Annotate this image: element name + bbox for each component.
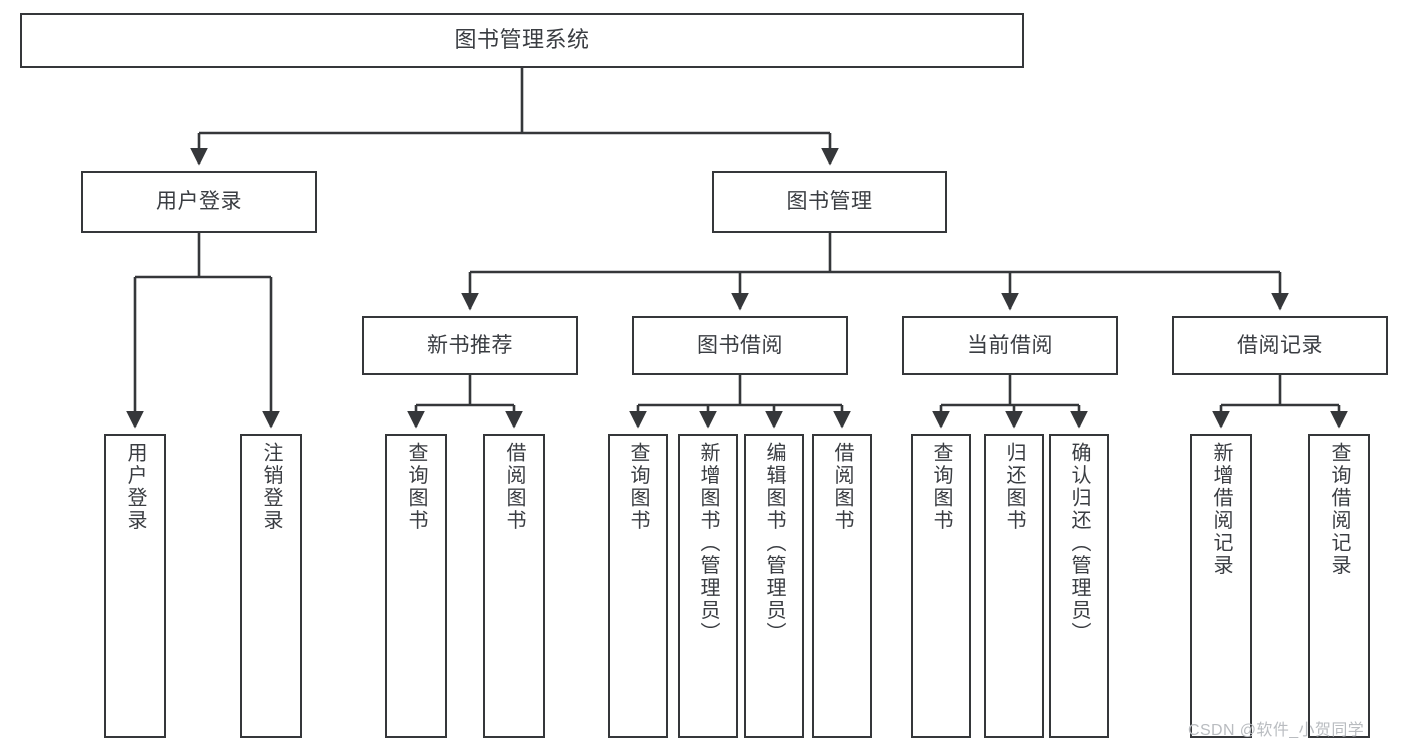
leaf-borrow-book-bb-label: 借阅图书 bbox=[831, 442, 853, 532]
node-current-borrow[interactable]: 当前借阅 bbox=[902, 316, 1118, 375]
leaf-query-book-nbr-label: 查询图书 bbox=[405, 442, 427, 532]
node-borrow-record[interactable]: 借阅记录 bbox=[1172, 316, 1388, 375]
leaf-confirm-return-admin[interactable]: 确认归还（管理员） bbox=[1049, 434, 1109, 738]
leaf-query-book-cb[interactable]: 查询图书 bbox=[911, 434, 971, 738]
node-book-management[interactable]: 图书管理 bbox=[712, 171, 947, 233]
node-new-book-recommendation[interactable]: 新书推荐 bbox=[362, 316, 578, 375]
node-book-management-label: 图书管理 bbox=[786, 190, 873, 214]
leaf-return-book[interactable]: 归还图书 bbox=[984, 434, 1044, 738]
node-book-borrow-label: 图书借阅 bbox=[697, 333, 783, 357]
leaf-borrow-book-nbr-label: 借阅图书 bbox=[503, 442, 525, 532]
leaf-query-book-bb[interactable]: 查询图书 bbox=[608, 434, 668, 738]
node-book-borrow[interactable]: 图书借阅 bbox=[632, 316, 848, 375]
leaf-query-borrow-record-label: 查询借阅记录 bbox=[1328, 442, 1350, 577]
leaf-logout-label: 注销登录 bbox=[260, 442, 282, 532]
node-user-login-label: 用户登录 bbox=[156, 190, 242, 214]
node-user-login[interactable]: 用户登录 bbox=[81, 171, 317, 233]
leaf-add-borrow-record-label: 新增借阅记录 bbox=[1210, 442, 1232, 577]
leaf-user-login[interactable]: 用户登录 bbox=[104, 434, 166, 738]
leaf-logout[interactable]: 注销登录 bbox=[240, 434, 302, 738]
leaf-return-book-label: 归还图书 bbox=[1003, 442, 1025, 532]
leaf-edit-book-admin[interactable]: 编辑图书（管理员） bbox=[744, 434, 804, 738]
node-root-label: 图书管理系统 bbox=[454, 27, 590, 53]
leaf-user-login-label: 用户登录 bbox=[124, 442, 146, 532]
leaf-query-book-cb-label: 查询图书 bbox=[930, 442, 952, 532]
node-borrow-record-label: 借阅记录 bbox=[1237, 333, 1323, 357]
leaf-edit-book-admin-label: 编辑图书（管理员） bbox=[763, 442, 785, 645]
leaf-confirm-return-admin-label: 确认归还（管理员） bbox=[1068, 442, 1090, 645]
watermark-text: CSDN @软件_小贺同学 bbox=[1188, 722, 1365, 739]
leaf-add-book-admin-label: 新增图书（管理员） bbox=[697, 442, 719, 645]
node-current-borrow-label: 当前借阅 bbox=[967, 333, 1053, 357]
leaf-query-book-nbr[interactable]: 查询图书 bbox=[385, 434, 447, 738]
leaf-query-book-bb-label: 查询图书 bbox=[627, 442, 649, 532]
leaf-add-book-admin[interactable]: 新增图书（管理员） bbox=[678, 434, 738, 738]
node-new-book-recommendation-label: 新书推荐 bbox=[427, 333, 513, 357]
leaf-add-borrow-record[interactable]: 新增借阅记录 bbox=[1190, 434, 1252, 738]
leaf-borrow-book-nbr[interactable]: 借阅图书 bbox=[483, 434, 545, 738]
leaf-borrow-book-bb[interactable]: 借阅图书 bbox=[812, 434, 872, 738]
node-root[interactable]: 图书管理系统 bbox=[20, 13, 1024, 68]
leaf-query-borrow-record[interactable]: 查询借阅记录 bbox=[1308, 434, 1370, 738]
